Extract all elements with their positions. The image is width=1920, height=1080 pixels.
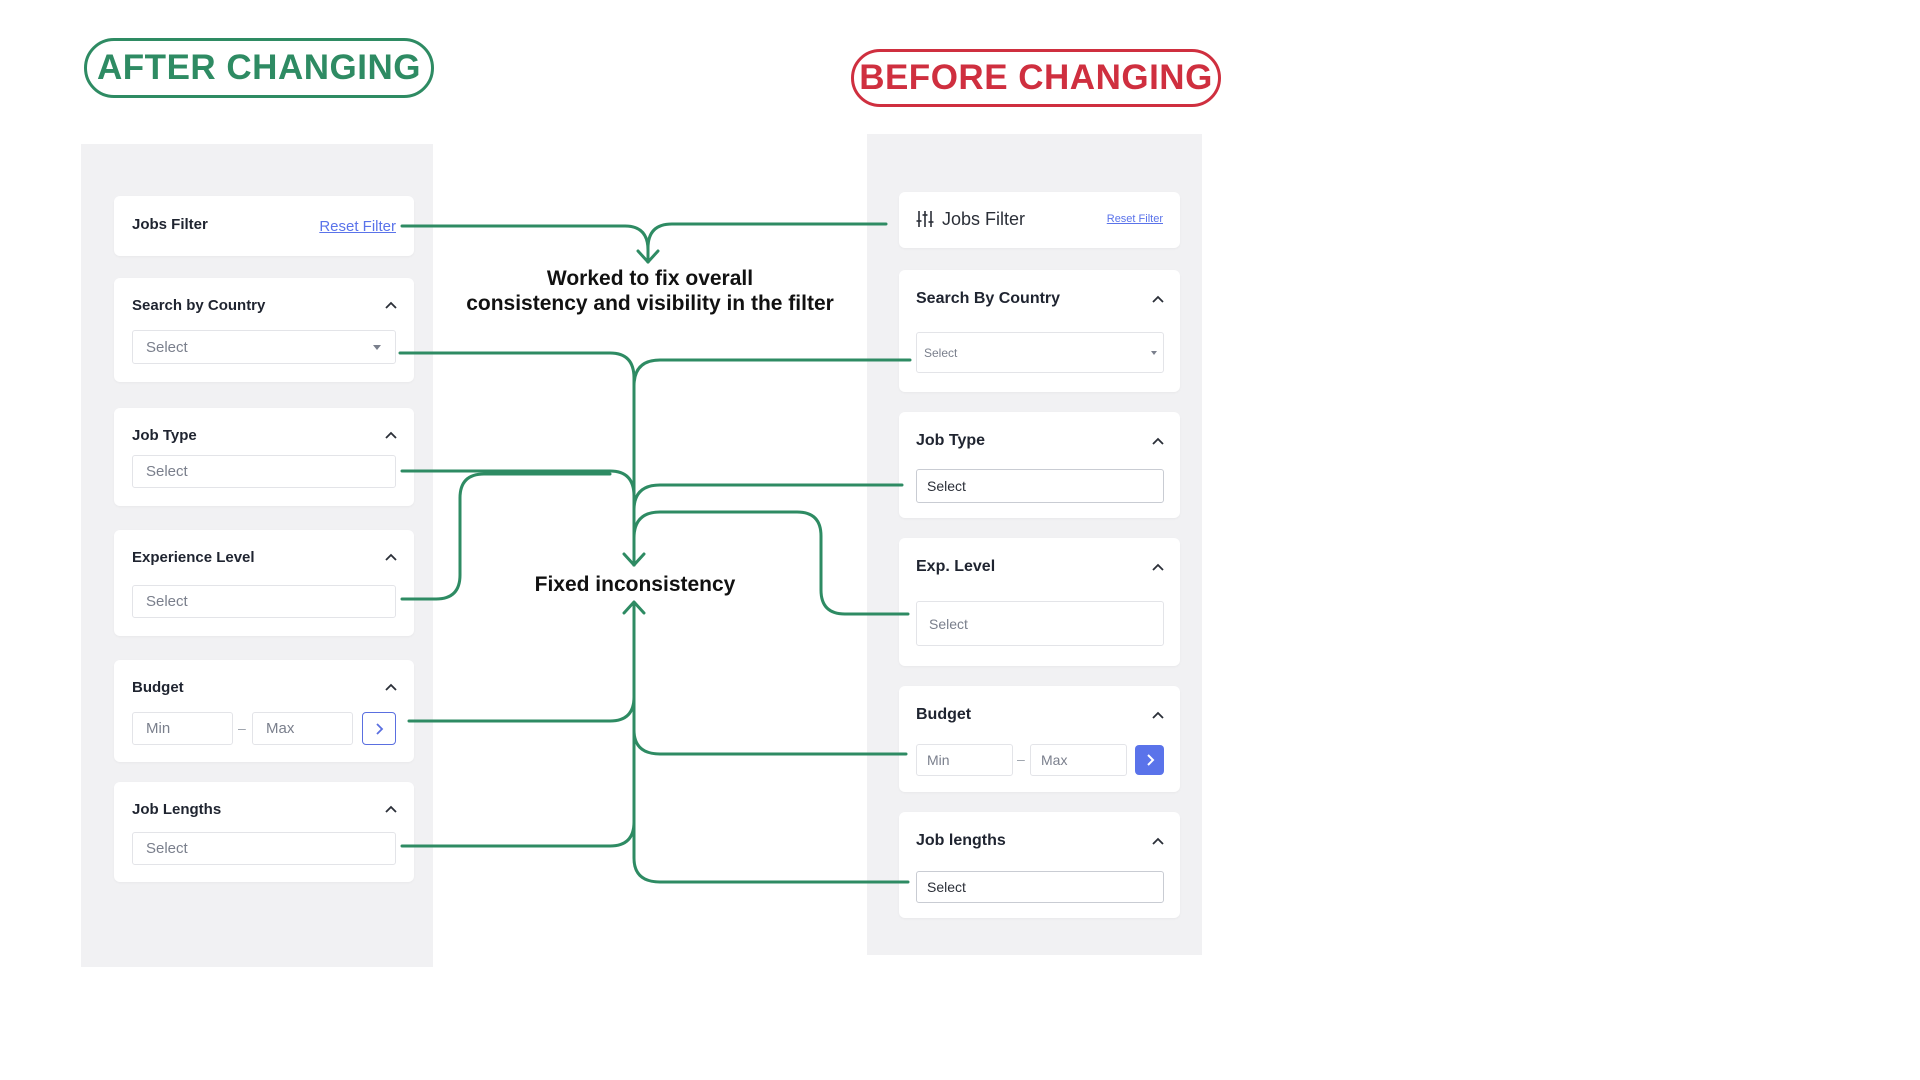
after-country-card: Search by Country Select	[114, 278, 414, 382]
arrow-head-mid-top	[622, 552, 646, 567]
after-country-title: Search by Country	[132, 297, 266, 314]
connector-budget-before	[632, 602, 908, 756]
after-changing-label: AFTER CHANGING	[84, 38, 434, 98]
before-experience-select[interactable]: Select	[916, 601, 1164, 646]
chevron-up-icon[interactable]	[1151, 436, 1165, 446]
connector-lengths-after	[400, 602, 636, 848]
chevron-right-icon	[1146, 754, 1154, 766]
after-lengths-card: Job Lengths Select	[114, 782, 414, 882]
before-jobtype-value: Select	[927, 478, 966, 494]
after-jobtype-select[interactable]: Select	[132, 455, 396, 488]
after-experience-card: Experience Level Select	[114, 530, 414, 636]
connector-experience-before	[632, 510, 910, 616]
after-budget-apply-button[interactable]	[362, 712, 396, 745]
before-budget-dash: –	[1017, 751, 1025, 767]
before-budget-min-value: Min	[927, 752, 950, 768]
note-top-line1: Worked to fix overall	[546, 267, 754, 290]
after-header-card: Jobs Filter Reset Filter	[114, 196, 414, 256]
chevron-up-icon[interactable]	[384, 804, 398, 814]
arrow-head-mid-bottom	[622, 600, 646, 615]
note-top-line2: consistency and visibility in the filter	[466, 292, 834, 315]
after-budget-min-input[interactable]: Min	[132, 712, 233, 745]
after-lengths-title: Job Lengths	[132, 801, 222, 818]
before-budget-card: Budget Min – Max	[899, 686, 1180, 792]
after-experience-value: Select	[146, 593, 188, 610]
before-budget-max-value: Max	[1041, 752, 1068, 768]
connector-budget-after	[407, 602, 636, 723]
after-header-title: Jobs Filter	[132, 216, 208, 233]
after-lengths-value: Select	[146, 840, 188, 857]
note-top: Worked to fix overall consistency and vi…	[440, 266, 860, 316]
before-changing-label: BEFORE CHANGING	[851, 49, 1221, 107]
chevron-up-icon[interactable]	[1151, 294, 1165, 304]
connector-header-after	[400, 224, 650, 264]
before-country-value: Select	[924, 345, 958, 360]
before-budget-apply-button[interactable]	[1135, 745, 1164, 775]
before-country-title: Search By Country	[916, 290, 1061, 307]
arrow-head-top	[636, 249, 660, 264]
chevron-up-icon[interactable]	[384, 430, 398, 440]
after-country-select[interactable]: Select	[132, 330, 396, 364]
after-jobtype-card: Job Type Select	[114, 408, 414, 506]
note-middle: Fixed inconsistency	[534, 573, 736, 596]
before-country-card: Search By Country Select	[899, 270, 1180, 392]
after-budget-max-input[interactable]: Max	[252, 712, 353, 745]
chevron-up-icon[interactable]	[1151, 562, 1165, 572]
chevron-up-icon[interactable]	[1151, 710, 1165, 720]
after-budget-min-value: Min	[146, 720, 171, 737]
before-budget-min-input[interactable]: Min	[916, 744, 1013, 776]
before-jobtype-select[interactable]: Select	[916, 469, 1164, 503]
chevron-up-icon[interactable]	[1151, 836, 1165, 846]
connector-lengths-before	[632, 602, 910, 884]
before-reset-filter-link[interactable]: Reset Filter	[1106, 213, 1163, 225]
before-jobtype-title: Job Type	[916, 432, 986, 449]
connector-experience-after	[400, 472, 612, 601]
after-reset-filter-link[interactable]: Reset Filter	[319, 218, 396, 235]
chevron-up-icon[interactable]	[384, 300, 398, 310]
before-experience-title: Exp. Level	[916, 558, 996, 575]
after-filter-panel: Jobs Filter Reset Filter Search by Count…	[81, 144, 433, 967]
before-lengths-select[interactable]: Select	[916, 871, 1164, 903]
before-filter-panel: Jobs Filter Reset Filter Search By Count…	[867, 134, 1202, 955]
after-jobtype-value: Select	[146, 463, 188, 480]
connector-jobtype-after	[400, 469, 636, 567]
connector-country-after	[398, 351, 636, 567]
after-lengths-select[interactable]: Select	[132, 832, 396, 865]
after-budget-dash: –	[238, 720, 246, 736]
chevron-right-icon	[376, 722, 384, 735]
before-budget-max-input[interactable]: Max	[1030, 744, 1127, 776]
after-experience-select[interactable]: Select	[132, 585, 396, 618]
caret-down-icon	[373, 345, 381, 350]
before-jobtype-card: Job Type Select	[899, 412, 1180, 518]
before-header-card: Jobs Filter Reset Filter	[899, 192, 1180, 248]
after-budget-title: Budget	[132, 679, 184, 696]
before-lengths-title: Job lengths	[916, 832, 1006, 849]
after-experience-title: Experience Level	[132, 549, 255, 566]
before-experience-card: Exp. Level Select	[899, 538, 1180, 666]
before-budget-title: Budget	[916, 706, 972, 723]
after-budget-card: Budget Min – Max	[114, 660, 414, 762]
before-country-select[interactable]: Select	[916, 332, 1164, 373]
before-experience-value: Select	[929, 615, 968, 632]
caret-down-icon	[1151, 350, 1157, 355]
connector-jobtype-before	[632, 483, 904, 567]
before-lengths-card: Job lengths Select	[899, 812, 1180, 918]
connector-country-before	[632, 358, 912, 567]
connector-header-before	[646, 222, 888, 264]
after-country-value: Select	[146, 338, 188, 356]
sliders-icon	[916, 211, 934, 227]
chevron-up-icon[interactable]	[384, 552, 398, 562]
before-lengths-value: Select	[927, 879, 966, 895]
chevron-up-icon[interactable]	[384, 682, 398, 692]
after-jobtype-title: Job Type	[132, 427, 197, 444]
before-header-title: Jobs Filter	[942, 209, 1026, 229]
after-budget-max-value: Max	[266, 720, 295, 737]
